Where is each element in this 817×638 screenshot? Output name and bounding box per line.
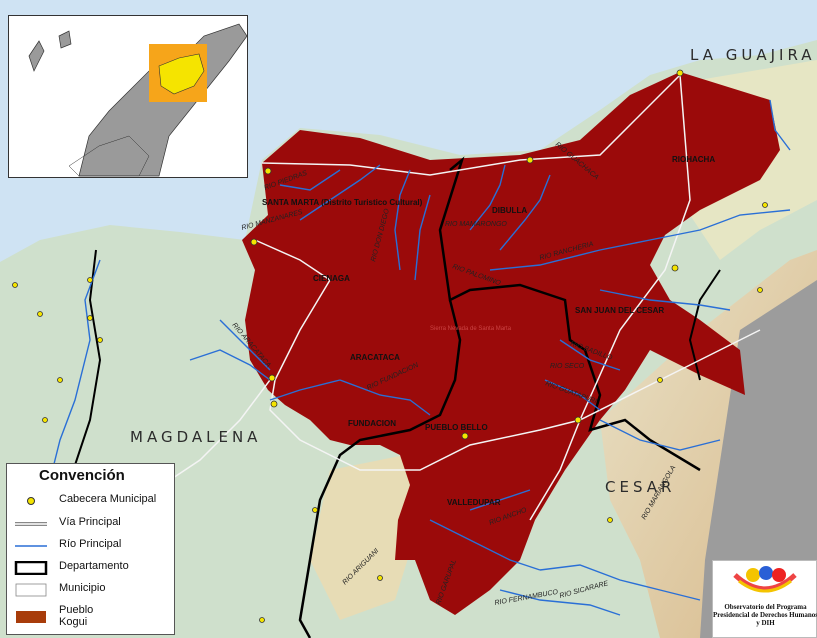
locator-inset-svg [28, 23, 247, 177]
kogui-fill-icon [16, 611, 46, 623]
muni-label-fundacion: FUNDACION [348, 419, 396, 428]
legend-label: Vía Principal [59, 516, 121, 528]
muni-label-aracataca: ARACATACA [350, 353, 400, 362]
main-road [254, 239, 761, 471]
muni-label-pueblo-bello: PUEBLO BELLO [425, 423, 488, 432]
muni-label-dibulla: DIBULLA [492, 206, 527, 215]
muni-label-valledupar: VALLEDUPAR [447, 498, 501, 507]
department-border [438, 156, 701, 472]
legend-title: Convención [39, 467, 125, 484]
locator-inset-map [8, 15, 248, 178]
yellow-dot-icon [27, 497, 35, 505]
legend-item-rio: Río Principal [7, 536, 176, 556]
legend-item-departamento: Departamento [7, 558, 176, 578]
legend-label: Cabecera Municipal [59, 493, 157, 505]
muni-label-riohacha: RIOHACHA [672, 155, 715, 164]
legend-label: Municipio [59, 582, 106, 594]
department-border [298, 299, 462, 638]
observatorio-logo: Observatorio del Programa Presidencial d… [712, 560, 817, 638]
logo-text: Observatorio del Programa Presidencial d… [713, 603, 817, 627]
legend-item-cabecera: Cabecera Municipal [7, 491, 176, 511]
legend-label: Departamento [59, 560, 129, 572]
legend-item-via: Vía Principal [7, 514, 176, 534]
road-line-icon [15, 522, 47, 526]
legend-item-municipio: Municipio [7, 580, 176, 600]
dept-label-cesar: CESAR [605, 478, 675, 496]
municipality-box-icon [15, 583, 47, 597]
river-network [49, 99, 791, 616]
muni-label-santa-marta: SANTA MARTA (Distrito Turistico Cultural… [262, 198, 423, 207]
dept-label-magdalena: MAGDALENA [130, 428, 261, 446]
legend-item-kogui: Pueblo Kogui [7, 602, 176, 632]
department-box-icon [14, 561, 48, 575]
logo-emblem-icon [733, 566, 797, 593]
svg-text:RIO MAMARONGO: RIO MAMARONGO [445, 221, 507, 228]
main-road [261, 73, 691, 521]
reserve-label: Sierra Nevada de Santa Marta [430, 326, 512, 332]
muni-label-cienaga: CIENAGA [313, 274, 350, 283]
river-line-icon [15, 545, 47, 547]
map-legend: Convención Cabecera Municipal Vía Princi… [6, 463, 175, 635]
department-border [688, 269, 721, 381]
legend-label: Río Principal [59, 538, 122, 550]
muni-label-san-juan: SAN JUAN DEL CESAR [575, 306, 664, 315]
municipal-capital-markers [12, 69, 768, 623]
kogui-territory [242, 72, 780, 615]
legend-label: Pueblo Kogui [59, 604, 94, 628]
venezuela-area [700, 280, 817, 638]
dept-label-guajira: LA GUAJIRA [690, 46, 816, 64]
svg-text:RIO SECO: RIO SECO [550, 363, 585, 370]
west-relief [310, 455, 420, 620]
